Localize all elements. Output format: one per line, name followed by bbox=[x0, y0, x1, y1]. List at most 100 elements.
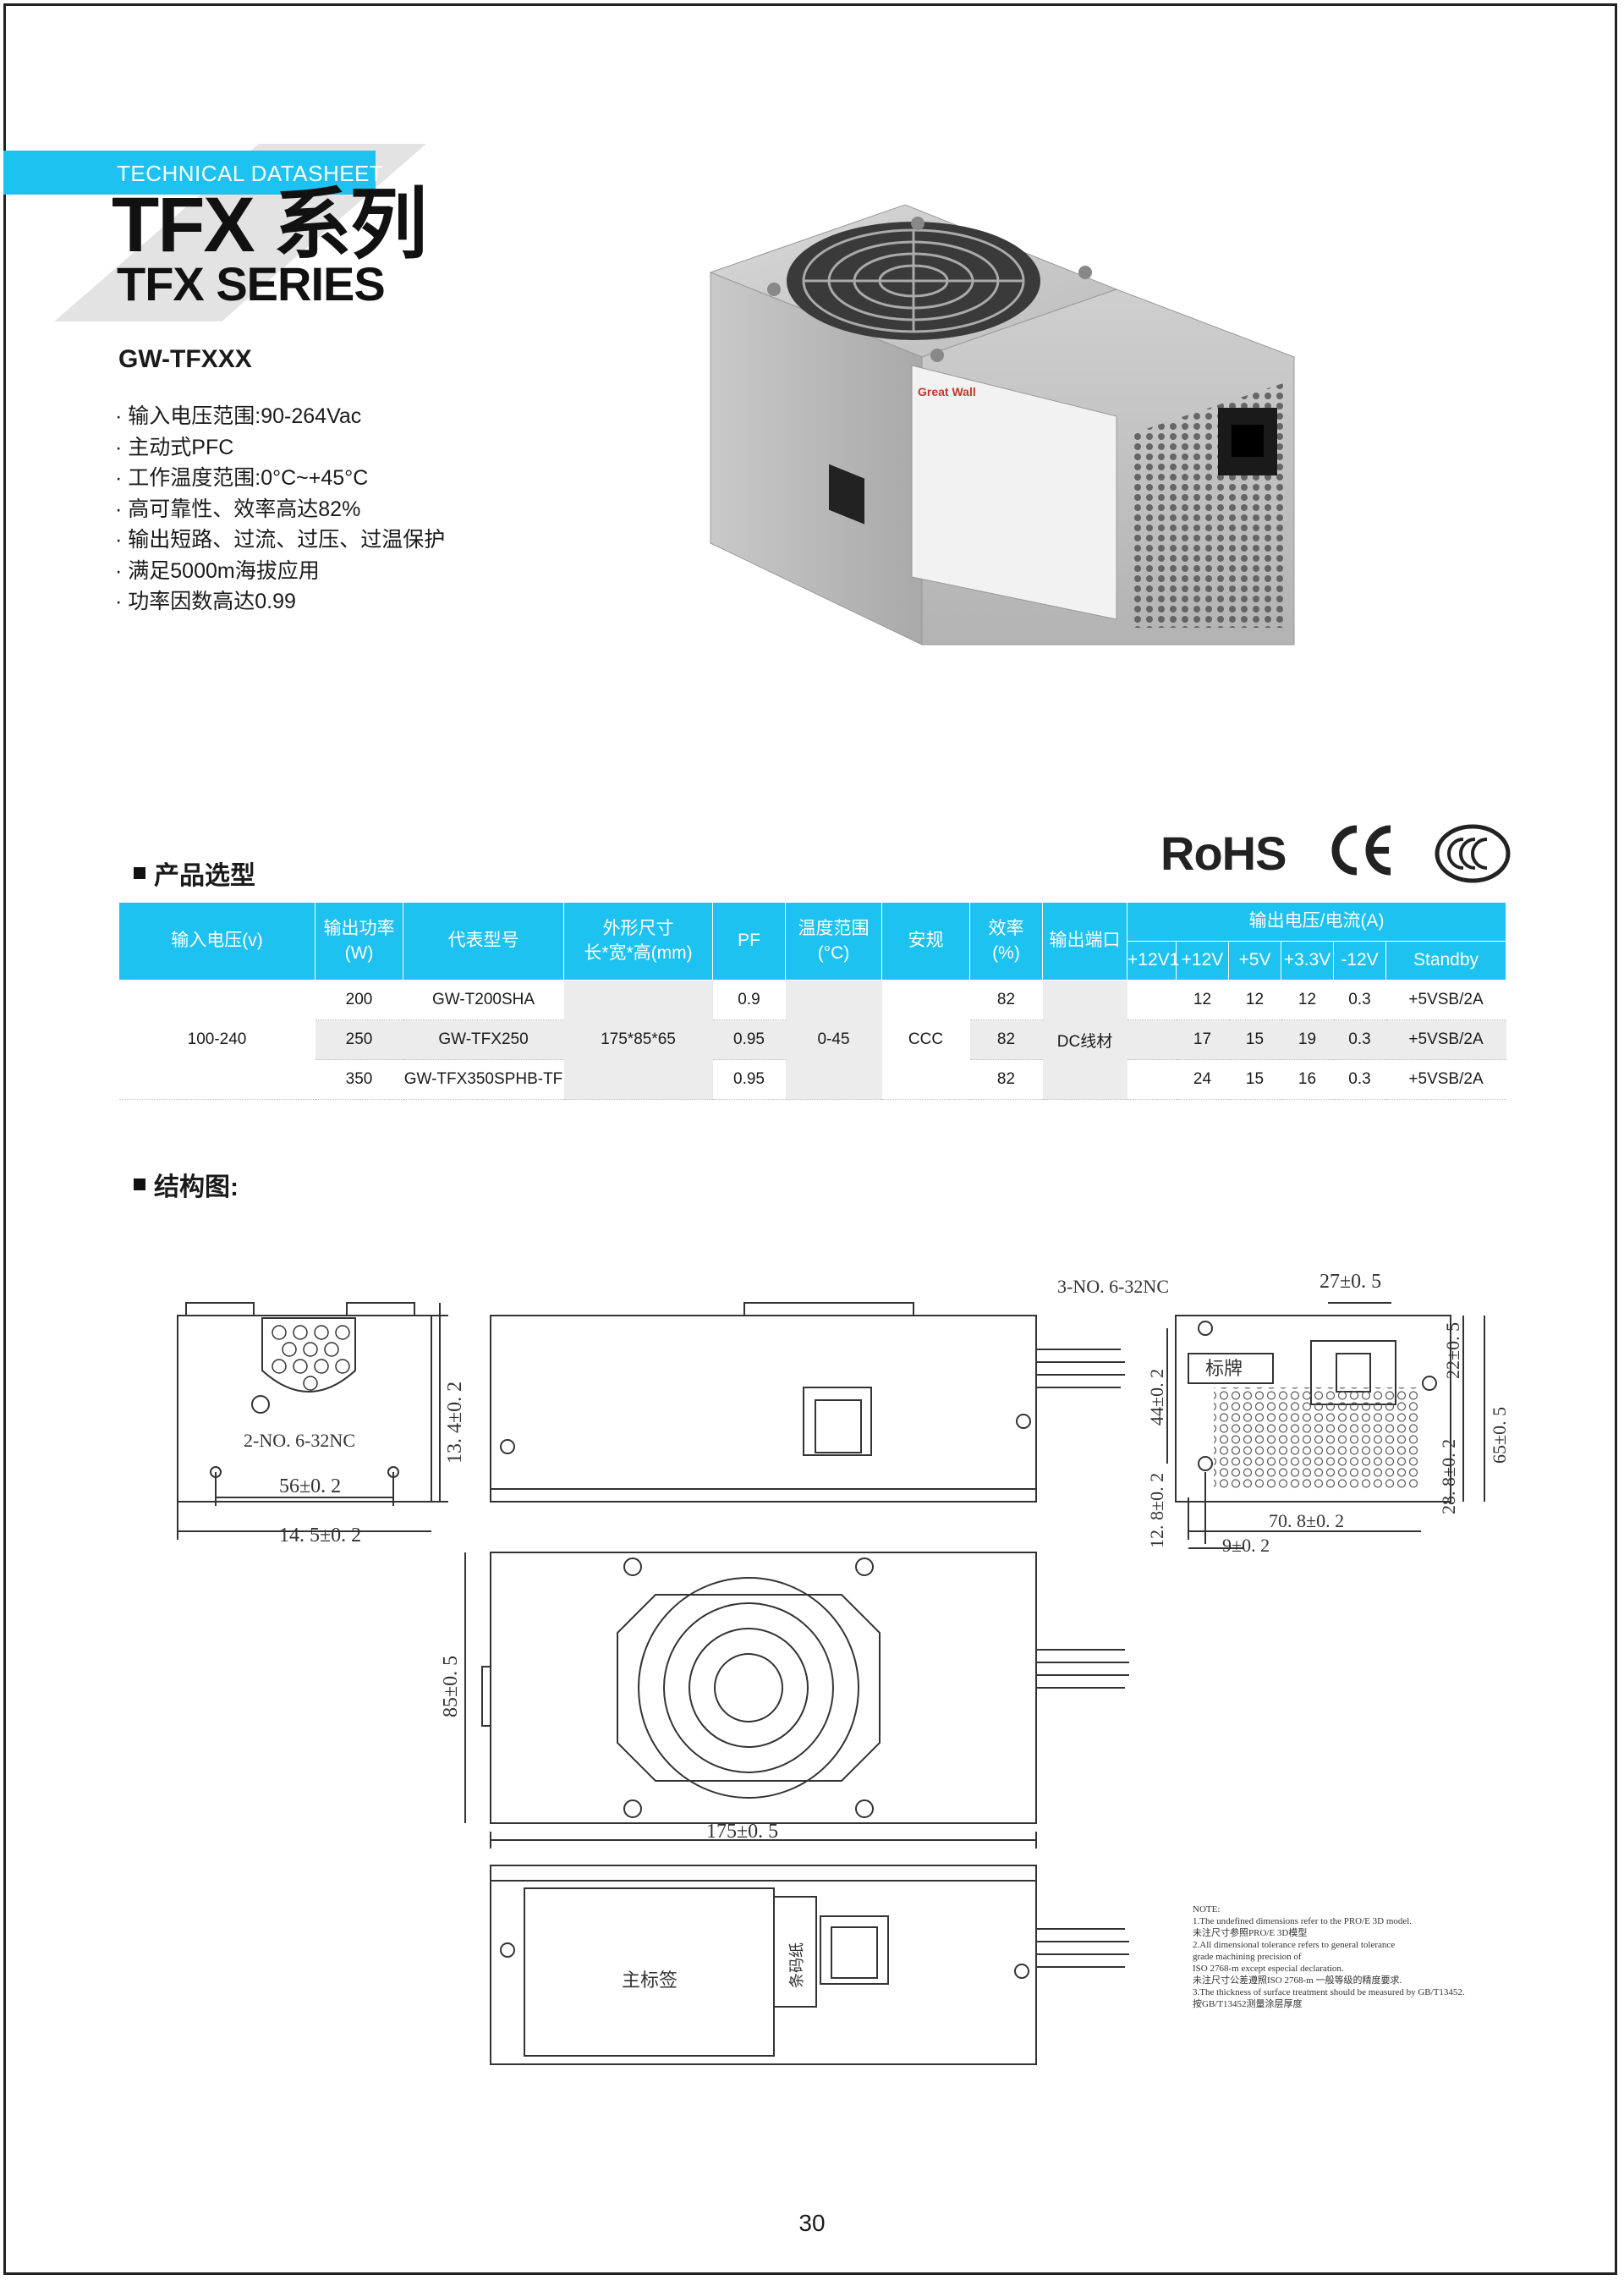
structure-drawing: 2-NO. 6-32NC 56±0. 2 14. 5±0. 2 13. 4±0.… bbox=[177, 1271, 1510, 2065]
feature-item: 高可靠性、效率高达82% bbox=[115, 494, 445, 525]
end-view-right bbox=[1166, 1302, 1485, 1549]
cell-12v: 17 bbox=[1176, 1019, 1229, 1060]
th-5v: +5V bbox=[1228, 941, 1281, 981]
cell-eff: 82 bbox=[969, 980, 1043, 1020]
cell-12v: 12 bbox=[1176, 980, 1229, 1020]
feature-item: 满足5000m海拔应用 bbox=[115, 556, 445, 587]
dim-56: 56±0. 2 bbox=[279, 1475, 341, 1497]
note-line: NOTE: bbox=[1193, 1904, 1220, 1915]
cell-neg12v: 0.3 bbox=[1333, 1019, 1386, 1060]
cell-power: 350 bbox=[315, 1059, 403, 1100]
end-view-left bbox=[177, 1302, 448, 1540]
cell-pf: 0.9 bbox=[712, 980, 786, 1020]
feature-list: 输入电压范围:90-264Vac 主动式PFC 工作温度范围:0°C~+45°C… bbox=[115, 401, 445, 618]
dim-28-8: 28. 8±0. 2 bbox=[1438, 1439, 1459, 1514]
th-3v3: +3.3V bbox=[1281, 941, 1334, 981]
rohs-mark: RoHS bbox=[1160, 827, 1287, 880]
dim-85: 85±0. 5 bbox=[440, 1656, 462, 1717]
feature-item: 主动式PFC bbox=[115, 432, 445, 464]
dim-screw-3: 3-NO. 6-32NC bbox=[1057, 1276, 1169, 1297]
cell-neg12v: 0.3 bbox=[1333, 1059, 1386, 1100]
dim-22: 22±0. 5 bbox=[1442, 1322, 1463, 1379]
section-title-structure: 结构图: bbox=[134, 1166, 239, 1203]
cell-model: GW-T200SHA bbox=[403, 980, 564, 1020]
note-line: 1.The undefined dimensions refer to the … bbox=[1193, 1916, 1412, 1926]
table-row: 350 GW-TFX350SPHB-TF 0.95 82 24 15 16 0.… bbox=[119, 1059, 1506, 1100]
feature-item: 输出短路、过流、过压、过温保护 bbox=[115, 525, 445, 556]
bullet-square bbox=[134, 1178, 145, 1190]
cell-safety: CCC bbox=[881, 980, 970, 1100]
drawing-notes: NOTE: 1.The undefined dimensions refer t… bbox=[1193, 1904, 1465, 2009]
dim-44: 44±0. 2 bbox=[1146, 1369, 1167, 1426]
cell-power: 200 bbox=[315, 980, 403, 1020]
th-model: 代表型号 bbox=[403, 902, 564, 981]
dim-9: 9±0. 2 bbox=[1222, 1535, 1270, 1556]
cell-standby: +5VSB/2A bbox=[1385, 1059, 1506, 1100]
dim-13-4: 13. 4±0. 2 bbox=[444, 1382, 466, 1464]
dim-70-8: 70. 8±0. 2 bbox=[1269, 1510, 1344, 1531]
bullet-square bbox=[134, 867, 145, 879]
th-12v: +12V bbox=[1176, 941, 1229, 981]
th-output-port: 输出端口 bbox=[1042, 902, 1127, 981]
page-frame bbox=[3, 3, 1617, 2275]
cell-3v3: 16 bbox=[1281, 1059, 1334, 1100]
note-line: 按GB/T13452测量涂层厚度 bbox=[1193, 1997, 1303, 2009]
cell-3v3: 12 bbox=[1281, 980, 1334, 1020]
cell-standby: +5VSB/2A bbox=[1385, 980, 1506, 1020]
section-title-selection: 产品选型 bbox=[134, 854, 255, 892]
cell-model: GW-TFX250 bbox=[403, 1019, 564, 1060]
feature-item: 输入电压范围:90-264Vac bbox=[115, 401, 445, 432]
product-selection-table: 输入电压(v) 输出功率(W) 代表型号 外形尺寸长*宽*高(mm) PF 温度… bbox=[118, 902, 1507, 1100]
cell-5v: 12 bbox=[1228, 980, 1281, 1020]
dim-14-5: 14. 5±0. 2 bbox=[279, 1525, 361, 1547]
cell-eff: 82 bbox=[969, 1019, 1043, 1060]
cell-12v: 24 bbox=[1176, 1059, 1229, 1100]
cell-temp: 0-45 bbox=[785, 980, 882, 1100]
dim-12-8: 12. 8±0. 2 bbox=[1146, 1473, 1167, 1548]
label-brand: Great Wall bbox=[918, 385, 976, 398]
cell-neg12v: 0.3 bbox=[1333, 980, 1386, 1020]
ccc-mark bbox=[1435, 824, 1511, 883]
dim-screw-2: 2-NO. 6-32NC bbox=[244, 1430, 355, 1451]
cell-12v1 bbox=[1127, 1059, 1177, 1100]
note-line: 未注尺寸公差遵照ISO 2768-m 一般等级的精度要求. bbox=[1193, 1974, 1402, 1986]
th-neg12v: -12V bbox=[1333, 941, 1386, 981]
note-line: 3.The thickness of surface treatment sho… bbox=[1193, 1987, 1465, 1997]
cell-input-voltage: 100-240 bbox=[118, 980, 315, 1100]
th-efficiency: 效率(%) bbox=[969, 902, 1043, 981]
page-number: 30 bbox=[798, 2210, 826, 2236]
th-temp: 温度范围(°C) bbox=[785, 902, 882, 981]
model-code: GW-TFXXX bbox=[118, 345, 252, 373]
cell-12v1 bbox=[1127, 980, 1177, 1020]
note-line: 未注尺寸参照PRO/E 3D模型 bbox=[1193, 1926, 1307, 1938]
th-standby: Standby bbox=[1385, 941, 1507, 981]
dim-27: 27±0. 5 bbox=[1320, 1271, 1381, 1293]
series-title-en: TFX SERIES bbox=[117, 257, 386, 310]
cell-5v: 15 bbox=[1228, 1059, 1281, 1100]
feature-item: 工作温度范围:0°C~+45°C bbox=[115, 463, 445, 494]
cell-port: DC线材 bbox=[1042, 980, 1127, 1100]
cell-power: 250 bbox=[315, 1019, 403, 1060]
note-line: 2.All dimensional tolerance refers to ge… bbox=[1193, 1940, 1395, 1950]
cell-pf: 0.95 bbox=[712, 1059, 786, 1100]
fan-view bbox=[464, 1552, 1129, 1849]
cell-size: 175*85*65 bbox=[563, 980, 713, 1100]
note-line: grade machining precision of bbox=[1193, 1952, 1302, 1962]
cell-pf: 0.95 bbox=[712, 1019, 786, 1060]
note-line: ISO 2768-m except especial declaration. bbox=[1193, 1964, 1344, 1974]
datasheet-label: TECHNICAL DATASHEET bbox=[117, 161, 384, 186]
th-size: 外形尺寸长*宽*高(mm) bbox=[563, 902, 713, 981]
dim-175: 175±0. 5 bbox=[706, 1821, 778, 1843]
bottom-view bbox=[490, 1865, 1129, 2065]
banner-cyan-bar bbox=[3, 151, 376, 195]
cell-model: GW-TFX350SPHB-TF bbox=[403, 1059, 564, 1100]
th-output-group: 输出电压/电流(A) bbox=[1126, 902, 1507, 942]
cell-standby: +5VSB/2A bbox=[1385, 1019, 1506, 1060]
cell-3v3: 19 bbox=[1281, 1019, 1334, 1060]
cell-5v: 15 bbox=[1228, 1019, 1281, 1060]
label-barcode: 条码纸 bbox=[788, 1942, 805, 1988]
table-row: 250 GW-TFX250 0.95 82 17 15 19 0.3 +5VSB… bbox=[119, 1019, 1506, 1060]
series-title-cn: TFX 系列 bbox=[112, 182, 427, 268]
side-view-top bbox=[490, 1302, 1125, 1503]
table-row: 100-240 200 GW-T200SHA 175*85*65 0.9 0-4… bbox=[118, 980, 1506, 1100]
